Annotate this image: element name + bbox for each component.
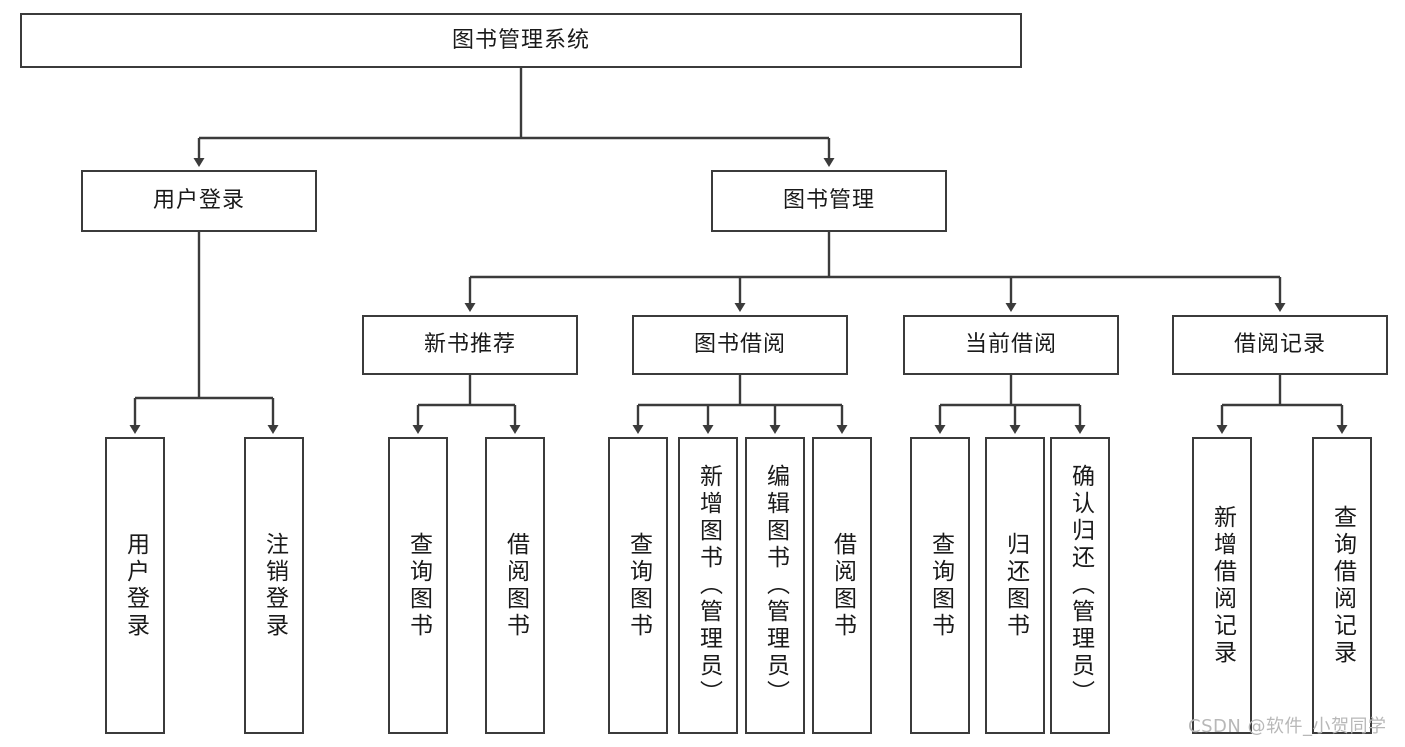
node-label: 查询借阅记录: [1329, 504, 1356, 667]
node-leaf-return-book[interactable]: 归还图书: [985, 437, 1045, 734]
node-book-management[interactable]: 图书管理: [711, 170, 947, 232]
node-root-system[interactable]: 图书管理系统: [20, 13, 1022, 68]
node-label: 新增借阅记录: [1209, 504, 1236, 667]
node-leaf-edit-book-admin[interactable]: 编辑图书（管理员）: [745, 437, 805, 734]
node-label: 当前借阅: [964, 332, 1057, 358]
node-label: 图书借阅: [693, 332, 786, 358]
node-label: 新书推荐: [423, 332, 516, 358]
node-leaf-user-logout[interactable]: 注销登录: [244, 437, 304, 734]
node-label: 借阅图书: [829, 531, 856, 640]
node-label: 查询图书: [405, 531, 432, 640]
node-label: 归还图书: [1002, 531, 1029, 640]
node-label: 注销登录: [261, 531, 288, 640]
node-user-login[interactable]: 用户登录: [81, 170, 317, 232]
node-label: 查询图书: [927, 531, 954, 640]
node-leaf-query-book-current[interactable]: 查询图书: [910, 437, 970, 734]
node-label: 确认归还（管理员）: [1067, 464, 1094, 707]
node-label: 借阅记录: [1233, 332, 1326, 358]
node-label: 用户登录: [152, 188, 245, 214]
node-label: 新增图书（管理员）: [695, 464, 722, 707]
node-leaf-user-login[interactable]: 用户登录: [105, 437, 165, 734]
node-leaf-add-book-admin[interactable]: 新增图书（管理员）: [678, 437, 738, 734]
node-leaf-confirm-return-admin[interactable]: 确认归还（管理员）: [1050, 437, 1110, 734]
node-label: 编辑图书（管理员）: [762, 464, 789, 707]
node-leaf-query-book-recommend[interactable]: 查询图书: [388, 437, 448, 734]
node-leaf-query-borrow-record[interactable]: 查询借阅记录: [1312, 437, 1372, 734]
node-leaf-borrow-book[interactable]: 借阅图书: [812, 437, 872, 734]
node-leaf-borrow-book-recommend[interactable]: 借阅图书: [485, 437, 545, 734]
node-leaf-add-borrow-record[interactable]: 新增借阅记录: [1192, 437, 1252, 734]
node-current-borrow[interactable]: 当前借阅: [903, 315, 1119, 375]
node-label: 借阅图书: [502, 531, 529, 640]
node-leaf-query-book-borrow[interactable]: 查询图书: [608, 437, 668, 734]
node-label: 查询图书: [625, 531, 652, 640]
node-label: 图书管理系统: [451, 27, 590, 53]
node-borrow-record[interactable]: 借阅记录: [1172, 315, 1388, 375]
node-label: 图书管理: [782, 188, 875, 214]
node-book-borrow[interactable]: 图书借阅: [632, 315, 848, 375]
watermark: CSDN @软件_小贺同学: [1188, 716, 1387, 737]
node-label: 用户登录: [122, 531, 149, 640]
node-new-book-recommend[interactable]: 新书推荐: [362, 315, 578, 375]
